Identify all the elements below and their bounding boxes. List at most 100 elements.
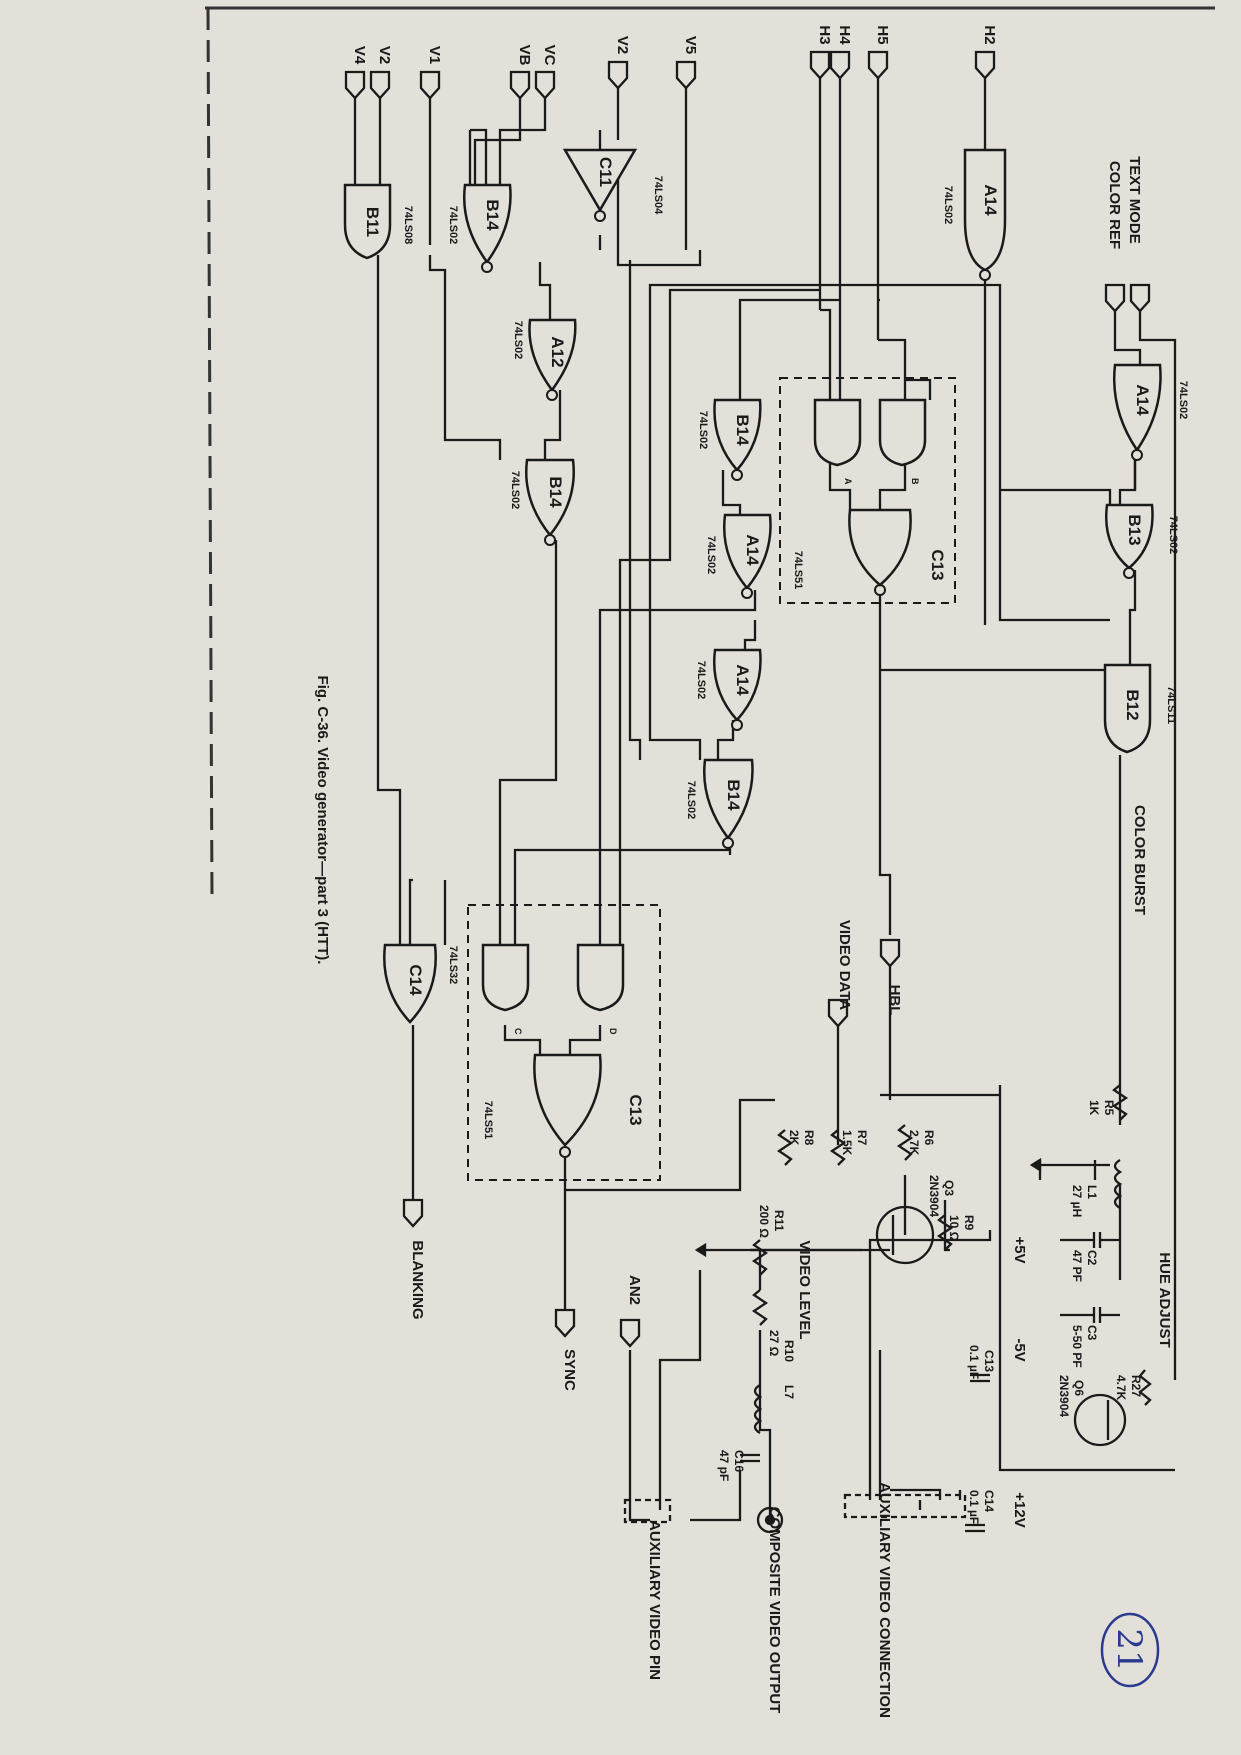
- gate-b14c-label: B14: [733, 414, 752, 446]
- aux-pin-label: AUXILIARY VIDEO PIN: [646, 1520, 663, 1680]
- c13-ref: C13: [982, 1350, 996, 1372]
- q6-val: 2N3904: [1057, 1375, 1071, 1417]
- l7-ref: L7: [782, 1385, 796, 1399]
- c13-bot-sub-d: D: [608, 1028, 618, 1035]
- input-h4: H4: [836, 25, 853, 45]
- gate-b14b-chip: 74LS02: [509, 471, 521, 510]
- plus12-label: +12V: [1011, 1492, 1028, 1527]
- color-burst-label: COLOR BURST: [1131, 805, 1148, 915]
- gate-a14b-label: A14: [1133, 384, 1152, 416]
- input-connectors: [344, 50, 1151, 1348]
- video-level-label: VIDEO LEVEL: [796, 1240, 813, 1339]
- r6-val: 2.7K: [907, 1130, 921, 1156]
- page-border: [205, 6, 1215, 901]
- page-number-mark: 21: [1100, 1612, 1160, 1688]
- c13-top-module: A B C13 74LS51: [779, 377, 956, 604]
- c16-ref: C16: [732, 1450, 746, 1472]
- input-v2b: V2: [614, 36, 631, 54]
- c14-val: 0.1 µF: [967, 1490, 981, 1524]
- c3-ref: C3: [1085, 1325, 1099, 1341]
- gate-a14d-chip: 74LS02: [695, 661, 707, 700]
- gate-b13-label: B13: [1125, 514, 1144, 545]
- l1-ref: L1: [1085, 1185, 1099, 1199]
- input-labels: V4 V2 V1 VB VC V2 V5 H3 H4 H5 H2: [351, 25, 998, 65]
- input-v5: V5: [682, 36, 699, 54]
- plus5-label: +5V: [1011, 1236, 1028, 1263]
- c13-top-label: C13: [928, 549, 947, 580]
- gate-b14a-label: B14: [483, 199, 502, 231]
- hbl-label: HBL: [886, 985, 903, 1016]
- blanking-label: BLANKING: [409, 1240, 426, 1319]
- r8-ref: R8: [802, 1130, 816, 1146]
- c13-bot-label: C13: [626, 1094, 645, 1125]
- sync-label: SYNC: [561, 1349, 578, 1391]
- c13-bottom-module: C D C13 74LS51: [467, 904, 661, 1181]
- figure-caption: Fig. C-36. Video generator—part 3 (HTT).: [314, 676, 331, 965]
- signal-labels: TEXT MODE COLOR REF COLOR BURST HBL VIDE…: [409, 156, 1173, 1718]
- color-ref-label: COLOR REF: [1106, 161, 1123, 249]
- gates: [343, 148, 1162, 1024]
- r8-val: 2K: [787, 1130, 801, 1146]
- input-vc: VC: [541, 45, 558, 66]
- r5-ref: R5: [1102, 1100, 1116, 1116]
- input-vb: VB: [516, 45, 533, 66]
- gate-a12-chip: 74LS02: [512, 321, 524, 360]
- analog-parts: [623, 1084, 1152, 1534]
- gate-b11-chip: 74LS08: [402, 206, 414, 245]
- c13-top-chip: 74LS51: [792, 551, 804, 590]
- c13-top-sub-a: A: [843, 478, 853, 485]
- gate-a14a-chip: 74LS02: [942, 186, 954, 225]
- gate-a14c-chip: 74LS02: [705, 536, 717, 575]
- r10-val: 27 Ω: [767, 1330, 781, 1357]
- minus5-label: -5V: [1011, 1338, 1028, 1361]
- gate-c11-chip: 74LS04: [652, 176, 664, 215]
- c3-val: 5-50 PF: [1070, 1325, 1084, 1368]
- gate-b14a-chip: 74LS02: [447, 206, 459, 245]
- l1-val: 27 µH: [1070, 1185, 1084, 1217]
- component-labels: R5 1K L1 27 µH C2 47 PF C3 5-50 PF R27 4…: [717, 1100, 1143, 1524]
- r7-ref: R7: [855, 1130, 869, 1146]
- gate-a14d-label: A14: [733, 664, 752, 696]
- gate-labels: A14 74LS02 B11 74LS08 B14 74LS02 C11 74L…: [363, 157, 1189, 996]
- q3-val: 2N3904: [927, 1175, 941, 1217]
- page-number: 21: [1109, 1628, 1149, 1671]
- an2-label: AN2: [626, 1275, 643, 1305]
- gate-c14-chip: 74LS32: [447, 946, 459, 985]
- gate-b14d-label: B14: [724, 779, 743, 811]
- composite-label: COMPOSITE VIDEO OUTPUT: [766, 1507, 783, 1714]
- c14-ref: C14: [982, 1490, 996, 1512]
- r9-ref: R9: [962, 1215, 976, 1231]
- inversion-bubbles: [481, 210, 1143, 1158]
- gate-b13-chip: 74LS02: [1167, 516, 1179, 555]
- r9-val: 10 Ω: [947, 1215, 961, 1242]
- gate-c14-label: C14: [406, 964, 425, 996]
- c2-val: 47 PF: [1070, 1250, 1084, 1282]
- hue-adjust-label: HUE ADJUST: [1156, 1252, 1173, 1347]
- q6-ref: Q6: [1072, 1380, 1086, 1396]
- gate-b12-label: B12: [1123, 689, 1142, 720]
- input-v4: V4: [351, 46, 368, 65]
- r7-val: 1.5K: [840, 1130, 854, 1156]
- video-data-label: VIDEO DATA: [836, 920, 853, 1010]
- gate-b12-shape: [1103, 663, 1152, 754]
- gate-b14c-chip: 74LS02: [697, 411, 709, 450]
- r11-val: 200 Ω: [757, 1205, 771, 1238]
- c2-ref: C2: [1085, 1250, 1099, 1266]
- gate-b12-chip: 74LS11: [1165, 686, 1177, 724]
- c16-val: 47 pF: [717, 1450, 731, 1481]
- r10-ref: R10: [782, 1340, 796, 1362]
- r11-ref: R11: [772, 1210, 786, 1232]
- c13-top-sub-b: B: [910, 478, 920, 485]
- r27-val: 4.7K: [1114, 1375, 1128, 1401]
- c13-bot-sub-c: C: [513, 1028, 523, 1035]
- gate-c11-shape: [562, 148, 638, 213]
- r6-ref: R6: [922, 1130, 936, 1146]
- gate-c14-shape: [383, 943, 437, 1024]
- c13-bot-chip: 74LS51: [482, 1101, 494, 1140]
- gate-b11-label: B11: [363, 207, 382, 237]
- c13-val: 0.1 µF: [967, 1345, 981, 1379]
- gate-a14a-label: A14: [981, 184, 1000, 216]
- gate-a14c-label: A14: [743, 534, 762, 566]
